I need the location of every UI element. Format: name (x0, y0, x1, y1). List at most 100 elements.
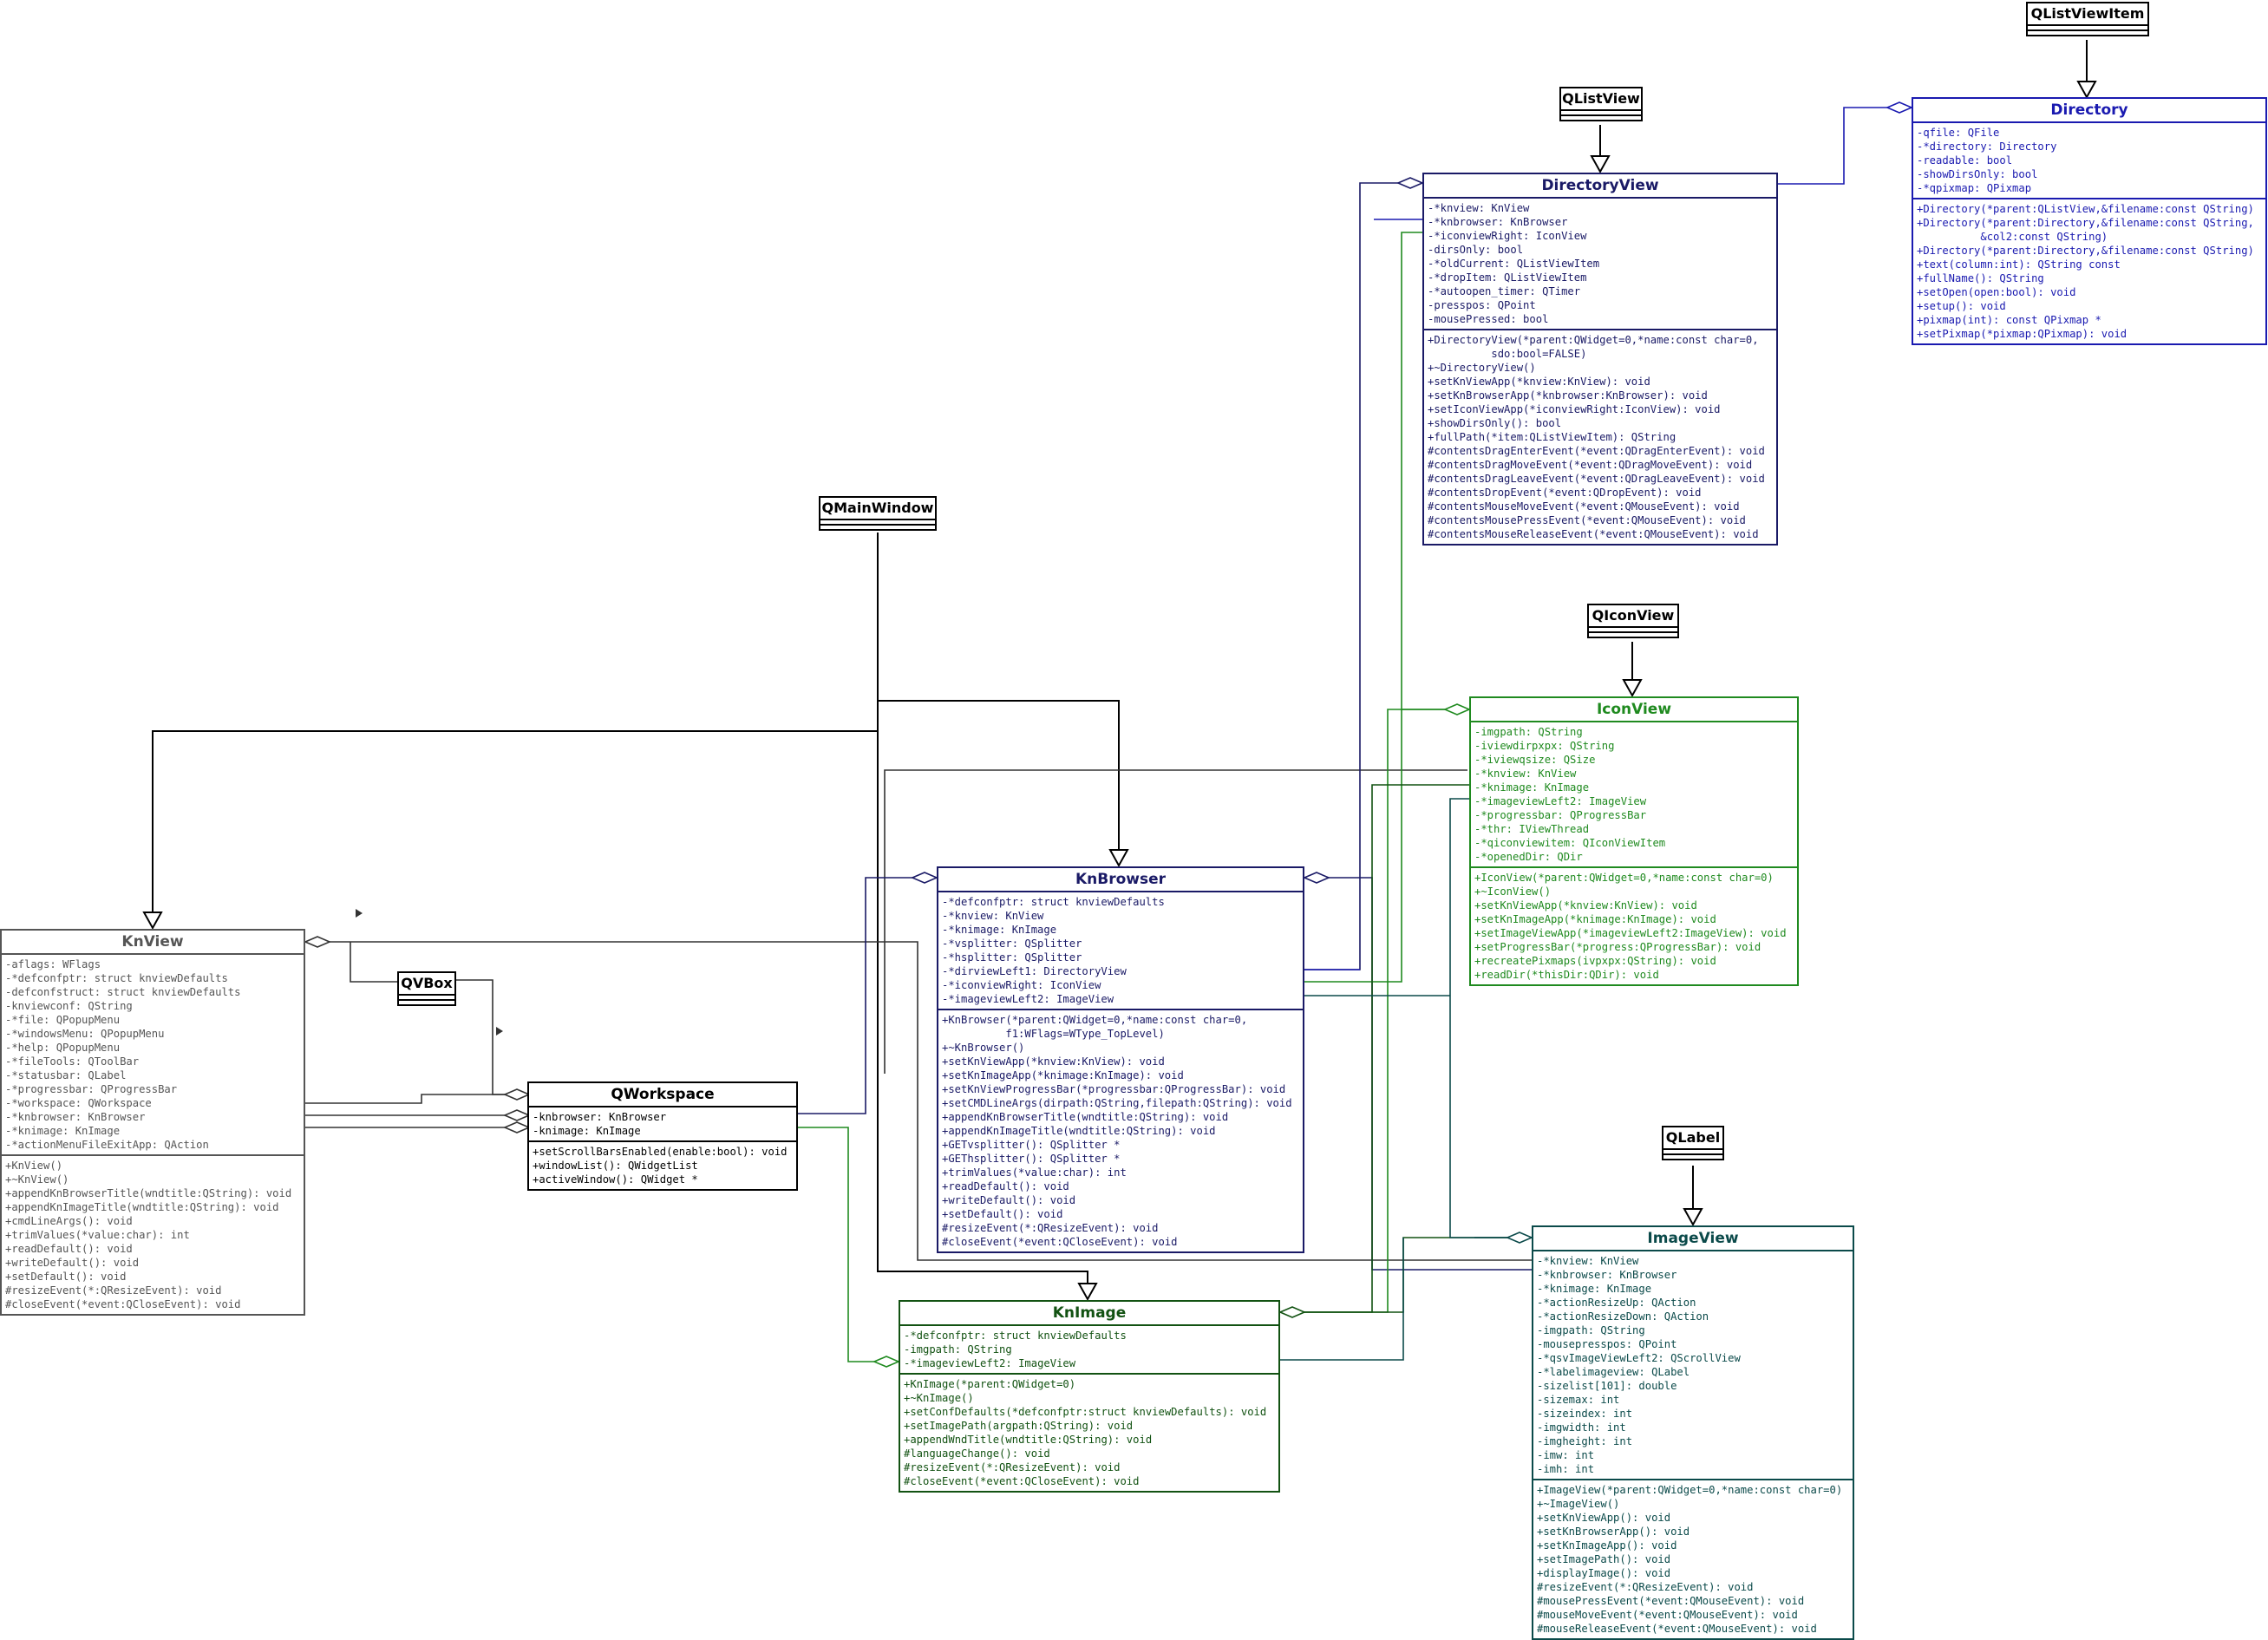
class-qvbox[interactable]: QVBox (397, 971, 456, 1006)
member-row: -knimage: KnImage (533, 1125, 641, 1137)
member-row: -*knbrowser: KnBrowser (1428, 216, 1568, 228)
class-name: ImageView (1533, 1227, 1853, 1251)
empty-operations (399, 1001, 454, 1004)
member-row: +fullPath(*item:QListViewItem): QString (1428, 431, 1676, 443)
edge-qmainwindow-knview (152, 533, 879, 928)
member-row: +GEThsplitter(): QSplitter * (942, 1153, 1121, 1165)
member-row: #resizeEvent(*:QResizeEvent): void (942, 1222, 1159, 1234)
class-knimage[interactable]: KnImage -*defconfptr: struct knviewDefau… (899, 1300, 1280, 1493)
empty-attributes (399, 996, 454, 1001)
class-name: QIconView (1589, 605, 1677, 628)
member-row: -*defconfptr: struct knviewDefaults (5, 972, 228, 984)
class-directoryview[interactable]: DirectoryView -*knview: KnView-*knbrowse… (1422, 173, 1778, 546)
member-row: +readDefault(): void (942, 1180, 1069, 1192)
member-row: -*knview: KnView (1537, 1255, 1639, 1267)
member-row: -imw: int (1537, 1449, 1595, 1461)
class-name: IconView (1471, 698, 1797, 722)
arrowhead-directoryview (1590, 155, 1611, 174)
class-qworkspace[interactable]: QWorkspace -knbrowser: KnBrowser-knimage… (527, 1081, 798, 1191)
member-row: +setScrollBarsEnabled(enable:bool): void (533, 1146, 788, 1158)
member-row: +setKnViewApp(*knview:KnView): void (942, 1055, 1165, 1068)
member-row: #contentsMousePressEvent(*event:QMouseEv… (1428, 514, 1746, 526)
class-knbrowser[interactable]: KnBrowser -*defconfptr: struct knviewDef… (937, 866, 1304, 1253)
member-row: +setImagePath(argpath:QString): void (904, 1420, 1134, 1432)
member-row: -*actionMenuFileExitApp: QAction (5, 1139, 209, 1151)
member-row: sdo:bool=FALSE) (1428, 348, 1587, 360)
member-row: #resizeEvent(*:QResizeEvent): void (904, 1461, 1121, 1473)
member-row: +cmdLineArgs(): void (5, 1215, 133, 1227)
class-knview[interactable]: KnView -aflags: WFlags -*defconfptr: stru… (0, 929, 305, 1316)
class-qmainwindow[interactable]: QMainWindow (819, 496, 937, 531)
association-edges-blue (1303, 107, 1912, 970)
nav-arrow-small-2 (496, 1027, 503, 1036)
member-row: #contentsDragLeaveEvent(*event:QDragLeav… (1428, 473, 1765, 485)
member-row: +setKnViewProgressBar(*progressbar:QProg… (942, 1083, 1286, 1095)
member-row: +setCMDLineArgs(dirpath:QString,filepath… (942, 1097, 1292, 1109)
member-row: +~KnBrowser() (942, 1042, 1025, 1054)
member-row: +setImagePath(): void (1537, 1553, 1671, 1565)
class-name: QWorkspace (529, 1083, 796, 1107)
arrowhead-knview (142, 911, 163, 931)
member-row: -*thr: IViewThread (1474, 823, 1590, 835)
member-row: +setDefault(): void (942, 1208, 1063, 1220)
member-row: -*progressbar: QProgressBar (5, 1083, 178, 1095)
empty-operations (2028, 31, 2147, 35)
class-iconview[interactable]: IconView -imgpath: QString-iviewdirpxpx:… (1469, 696, 1799, 986)
class-qiconview[interactable]: QIconView (1587, 604, 1679, 638)
member-row: +setKnImageApp(*knimage:KnImage): void (942, 1069, 1184, 1081)
class-directory[interactable]: Directory -qfile: QFile-*directory: Dire… (1912, 97, 2267, 345)
member-row: +pixmap(int): const QPixmap * (1917, 314, 2101, 326)
member-row: -readable: bool (1917, 154, 2013, 167)
empty-attributes (2028, 26, 2147, 31)
member-row: +trimValues(*value:char): int (5, 1229, 190, 1241)
member-row: -*hsplitter: QSplitter (942, 951, 1082, 964)
member-row: #mousePressEvent(*event:QMouseEvent): vo… (1537, 1595, 1805, 1607)
member-row: +Directory(*parent:Directory,&filename:c… (1917, 217, 2254, 229)
member-row: +appendKnImageTitle(wndtitle:QString): v… (5, 1201, 279, 1213)
member-row: -imgpath: QString (904, 1343, 1012, 1356)
attributes: -aflags: WFlags -*defconfptr: struct knvi… (2, 955, 304, 1154)
member-row: -dirsOnly: bool (1428, 244, 1524, 256)
member-row: -imh: int (1537, 1463, 1595, 1475)
member-row: +setKnBrowserApp(*knbrowser:KnBrowser): … (1428, 389, 1708, 402)
member-row: -imgpath: QString (1474, 726, 1583, 738)
class-name: KnBrowser (938, 868, 1303, 892)
arrowhead-knbrowser (1108, 849, 1129, 868)
diamond-knview (303, 936, 332, 948)
class-qlistviewitem[interactable]: QListViewItem (2026, 2, 2149, 36)
attributes: -*knview: KnView-*knbrowser: KnBrowser-*… (1533, 1251, 1853, 1479)
member-row: #mouseMoveEvent(*event:QMouseEvent): voi… (1537, 1609, 1798, 1621)
member-row: -sizemax: int (1537, 1394, 1620, 1406)
member-row: -mousepresspos: QPoint (1537, 1338, 1677, 1350)
member-row: #closeEvent(*event:QCloseEvent): void (904, 1475, 1140, 1487)
member-row: -*knimage: KnImage (1537, 1283, 1652, 1295)
member-row: &col2:const QString) (1917, 231, 2108, 243)
member-row: -*file: QPopupMenu (5, 1014, 121, 1026)
member-row: -*qiconviewitem: QIconViewItem (1474, 837, 1666, 849)
class-qlistview[interactable]: QListView (1559, 87, 1643, 121)
member-row: #contentsDragEnterEvent(*event:QDragEnte… (1428, 445, 1765, 457)
member-row: +appendKnBrowserTitle(wndtitle:QString):… (5, 1187, 292, 1199)
association-edges-dark (305, 769, 1532, 1261)
nav-arrow-small (356, 909, 363, 918)
member-row: +ImageView(*parent:QWidget=0,*name:const… (1537, 1484, 1843, 1496)
class-name: QVBox (399, 973, 454, 996)
member-row: #resizeEvent(*:QResizeEvent): void (5, 1284, 222, 1297)
class-imageview[interactable]: ImageView -*knview: KnView-*knbrowser: K… (1532, 1225, 1854, 1640)
empty-operations (820, 526, 935, 529)
member-row: +trimValues(*value:char): int (942, 1166, 1127, 1179)
member-row: -*imageviewLeft2: ImageView (904, 1357, 1076, 1369)
class-qlabel[interactable]: QLabel (1662, 1126, 1724, 1160)
empty-operations (1589, 633, 1677, 637)
member-row: -aflags: WFlags (5, 958, 101, 970)
operations: +KnBrowser(*parent:QWidget=0,*name:const… (938, 1009, 1303, 1251)
operations: +setScrollBarsEnabled(enable:bool): void… (529, 1140, 796, 1189)
member-row: -*iviewqsize: QSize (1474, 754, 1596, 766)
member-row: #resizeEvent(*:QResizeEvent): void (1537, 1581, 1754, 1593)
member-row: +appendWndTitle(wndtitle:QString): void (904, 1434, 1153, 1446)
member-row: +setKnViewApp(*knview:KnView): void (1474, 899, 1697, 911)
member-row: +setKnViewApp(): void (1537, 1512, 1671, 1524)
empty-attributes (820, 520, 935, 526)
class-name: KnView (2, 931, 304, 955)
member-row: -*progressbar: QProgressBar (1474, 809, 1647, 821)
